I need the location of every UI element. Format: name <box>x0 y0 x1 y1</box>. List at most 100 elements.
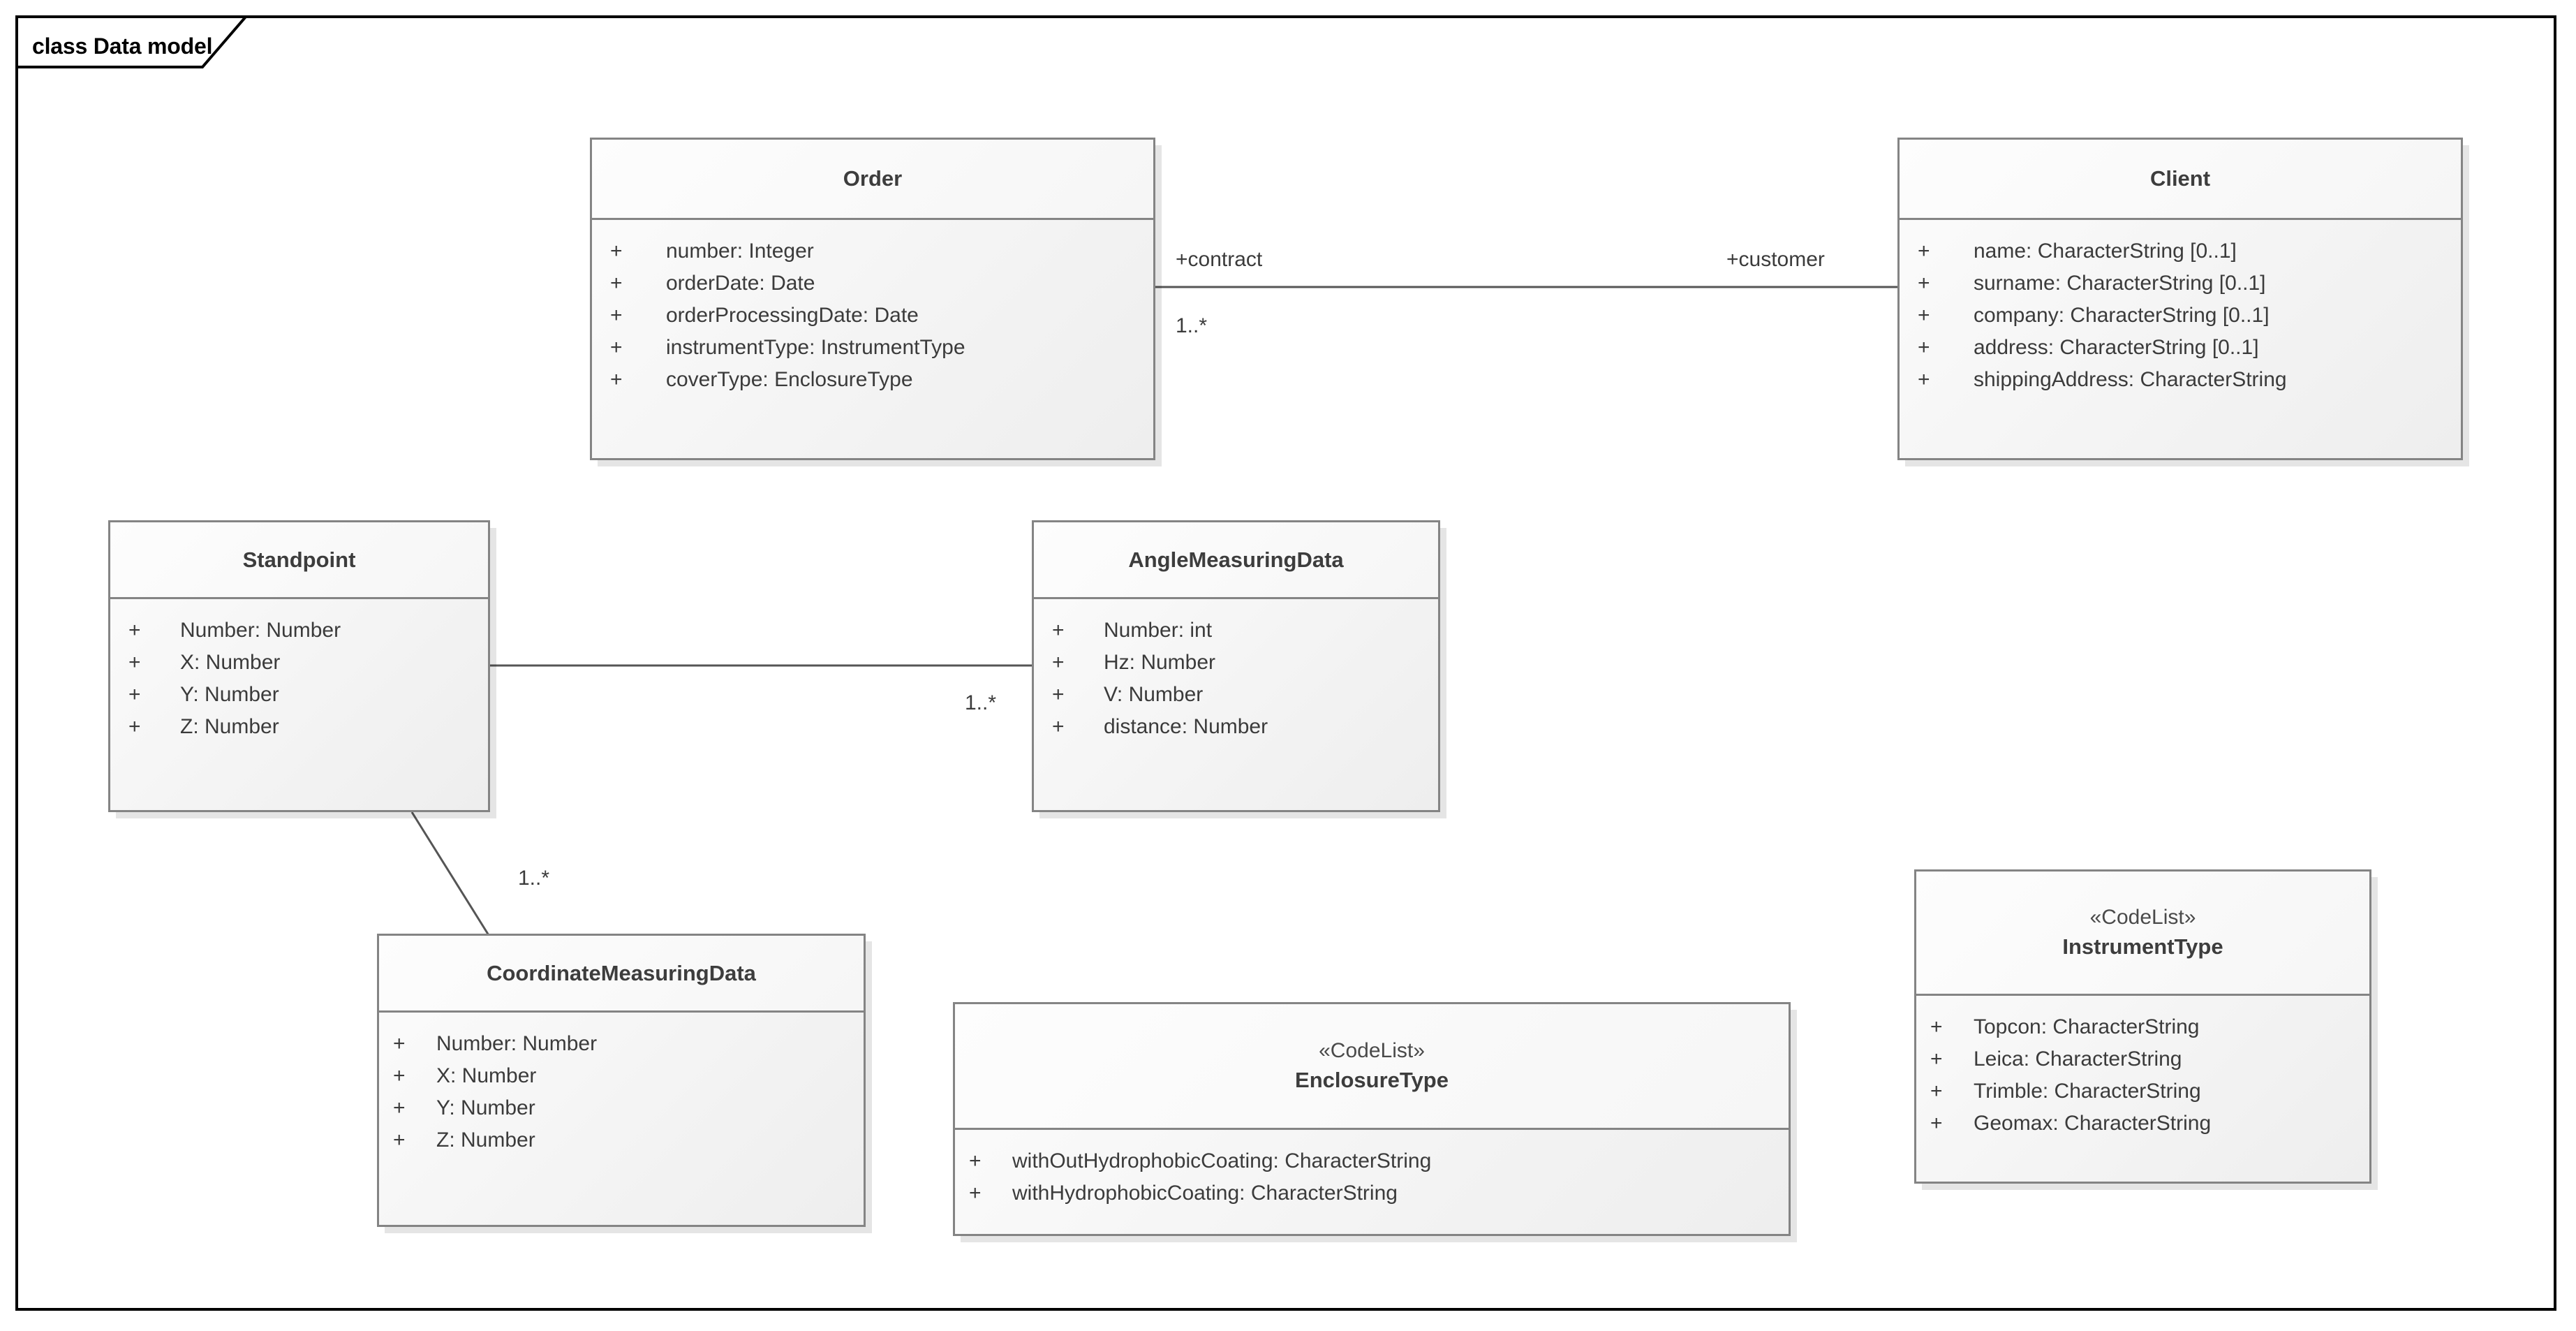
attribute-row: + Hz: Number <box>1052 647 1438 679</box>
attribute-visibility: + <box>969 1149 982 1172</box>
class-header-anglemeasuringdata: AngleMeasuringData <box>1034 522 1438 599</box>
attribute-text: X: Number <box>436 1064 537 1087</box>
class-box-instrumenttype[interactable]: «CodeList» InstrumentType + Topcon: Char… <box>1914 869 2371 1184</box>
class-title-client: Client <box>2149 166 2211 191</box>
attribute-text: instrumentType: InstrumentType <box>666 336 965 359</box>
attribute-visibility: + <box>128 651 141 674</box>
attribute-visibility: + <box>969 1182 982 1205</box>
attribute-visibility: + <box>1918 272 1930 295</box>
class-box-enclosuretype[interactable]: «CodeList» EnclosureType + withOutHydrop… <box>953 1002 1791 1236</box>
class-title-enclosuretype: EnclosureType <box>1295 1067 1449 1092</box>
attribute-row: + X: Number <box>128 647 488 679</box>
class-stereotype-instrumenttype: «CodeList» <box>2089 906 2196 929</box>
class-header-standpoint: Standpoint <box>110 522 488 599</box>
attribute-row: + Trimble: CharacterString <box>1930 1075 2369 1108</box>
attribute-row: + Z: Number <box>393 1124 864 1156</box>
attribute-text: X: Number <box>180 651 281 674</box>
attribute-visibility: + <box>128 619 141 642</box>
attribute-visibility: + <box>610 304 623 327</box>
attribute-visibility: + <box>1930 1080 1943 1103</box>
attribute-row: + distance: Number <box>1052 711 1438 743</box>
attribute-row: + Number: Number <box>393 1028 864 1060</box>
class-title-order: Order <box>843 166 903 191</box>
attribute-text: Y: Number <box>180 683 279 706</box>
attribute-row: + surname: CharacterString [0..1] <box>1918 267 2461 300</box>
attribute-row: + Geomax: CharacterString <box>1930 1108 2369 1140</box>
attribute-visibility: + <box>1918 336 1930 359</box>
attribute-visibility: + <box>393 1032 406 1055</box>
class-attributes-enclosuretype: + withOutHydrophobicCoating: CharacterSt… <box>955 1130 1789 1222</box>
attribute-visibility: + <box>610 272 623 295</box>
attribute-visibility: + <box>1918 240 1930 263</box>
association-multiplicity-standpoint-coordinate: 1..* <box>518 867 550 890</box>
class-attributes-coordinatemeasuringdata: + Number: Number + X: Number + Y: Number… <box>379 1013 864 1169</box>
attribute-visibility: + <box>393 1128 406 1152</box>
attribute-visibility: + <box>1052 651 1065 674</box>
attribute-visibility: + <box>1052 715 1065 738</box>
class-attributes-anglemeasuringdata: + Number: int + Hz: Number + V: Number +… <box>1034 599 1438 756</box>
attribute-row: + number: Integer <box>610 235 1153 267</box>
attribute-row: + shippingAddress: CharacterString <box>1918 364 2461 396</box>
attribute-row: + address: CharacterString [0..1] <box>1918 332 2461 364</box>
attribute-text: Number: int <box>1104 619 1213 642</box>
attribute-text: withHydrophobicCoating: CharacterString <box>1012 1182 1398 1205</box>
attribute-row: + Y: Number <box>128 679 488 711</box>
association-role-contract: +contract <box>1176 248 1263 271</box>
attribute-visibility: + <box>1918 368 1930 391</box>
attribute-row: + Y: Number <box>393 1092 864 1124</box>
attribute-text: surname: CharacterString [0..1] <box>1974 272 2266 295</box>
attribute-visibility: + <box>1930 1015 1943 1038</box>
attribute-text: Number: Number <box>180 619 341 642</box>
attribute-visibility: + <box>393 1064 406 1087</box>
class-attributes-client: + name: CharacterString [0..1] + surname… <box>1900 220 2461 409</box>
attribute-text: Z: Number <box>436 1128 535 1152</box>
attribute-row: + withOutHydrophobicCoating: CharacterSt… <box>969 1145 1789 1177</box>
class-box-client[interactable]: Client + name: CharacterString [0..1] + … <box>1897 138 2463 460</box>
association-multiplicity-order-client: 1..* <box>1176 314 1208 337</box>
class-attributes-standpoint: + Number: Number + X: Number + Y: Number… <box>110 599 488 756</box>
class-header-order: Order <box>592 140 1153 220</box>
attribute-text: Z: Number <box>180 715 279 738</box>
attribute-text: address: CharacterString [0..1] <box>1974 336 2259 359</box>
attribute-text: coverType: EnclosureType <box>666 368 913 391</box>
attribute-visibility: + <box>393 1096 406 1119</box>
attribute-visibility: + <box>610 336 623 359</box>
attribute-row: + company: CharacterString [0..1] <box>1918 300 2461 332</box>
attribute-text: shippingAddress: CharacterString <box>1974 368 2287 391</box>
attribute-row: + orderProcessingDate: Date <box>610 300 1153 332</box>
class-attributes-instrumenttype: + Topcon: CharacterString + Leica: Chara… <box>1916 996 2369 1152</box>
class-box-standpoint[interactable]: Standpoint + Number: Number + X: Number … <box>108 520 490 812</box>
class-title-instrumenttype: InstrumentType <box>2062 934 2223 959</box>
attribute-visibility: + <box>1918 304 1930 327</box>
attribute-text: Geomax: CharacterString <box>1974 1112 2212 1135</box>
attribute-row: + Number: int <box>1052 615 1438 647</box>
attribute-text: orderDate: Date <box>666 272 815 295</box>
class-header-enclosuretype: «CodeList» EnclosureType <box>955 1004 1789 1130</box>
class-title-coordinatemeasuringdata: CoordinateMeasuringData <box>487 960 756 985</box>
attribute-visibility: + <box>610 368 623 391</box>
attribute-visibility: + <box>1930 1047 1943 1071</box>
attribute-row: + Number: Number <box>128 615 488 647</box>
attribute-text: Leica: CharacterString <box>1974 1047 2182 1071</box>
class-box-anglemeasuringdata[interactable]: AngleMeasuringData + Number: int + Hz: N… <box>1032 520 1440 812</box>
attribute-row: + name: CharacterString [0..1] <box>1918 235 2461 267</box>
class-title-standpoint: Standpoint <box>242 547 356 572</box>
class-attributes-order: + number: Integer + orderDate: Date + or… <box>592 220 1153 409</box>
attribute-row: + X: Number <box>393 1060 864 1092</box>
attribute-text: withOutHydrophobicCoating: CharacterStri… <box>1012 1149 1432 1172</box>
attribute-row: + coverType: EnclosureType <box>610 364 1153 396</box>
attribute-text: V: Number <box>1104 683 1204 706</box>
frame-label: class Data model <box>32 34 213 59</box>
association-multiplicity-standpoint-angle: 1..* <box>965 691 997 714</box>
attribute-row: + orderDate: Date <box>610 267 1153 300</box>
class-header-instrumenttype: «CodeList» InstrumentType <box>1916 872 2369 996</box>
attribute-row: + instrumentType: InstrumentType <box>610 332 1153 364</box>
attribute-text: distance: Number <box>1104 715 1268 738</box>
attribute-visibility: + <box>1930 1112 1943 1135</box>
class-box-coordinatemeasuringdata[interactable]: CoordinateMeasuringData + Number: Number… <box>377 934 866 1227</box>
frame-name-tab <box>15 15 295 68</box>
attribute-visibility: + <box>128 683 141 706</box>
attribute-text: name: CharacterString [0..1] <box>1974 240 2237 263</box>
class-box-order[interactable]: Order + number: Integer + orderDate: Dat… <box>590 138 1155 460</box>
